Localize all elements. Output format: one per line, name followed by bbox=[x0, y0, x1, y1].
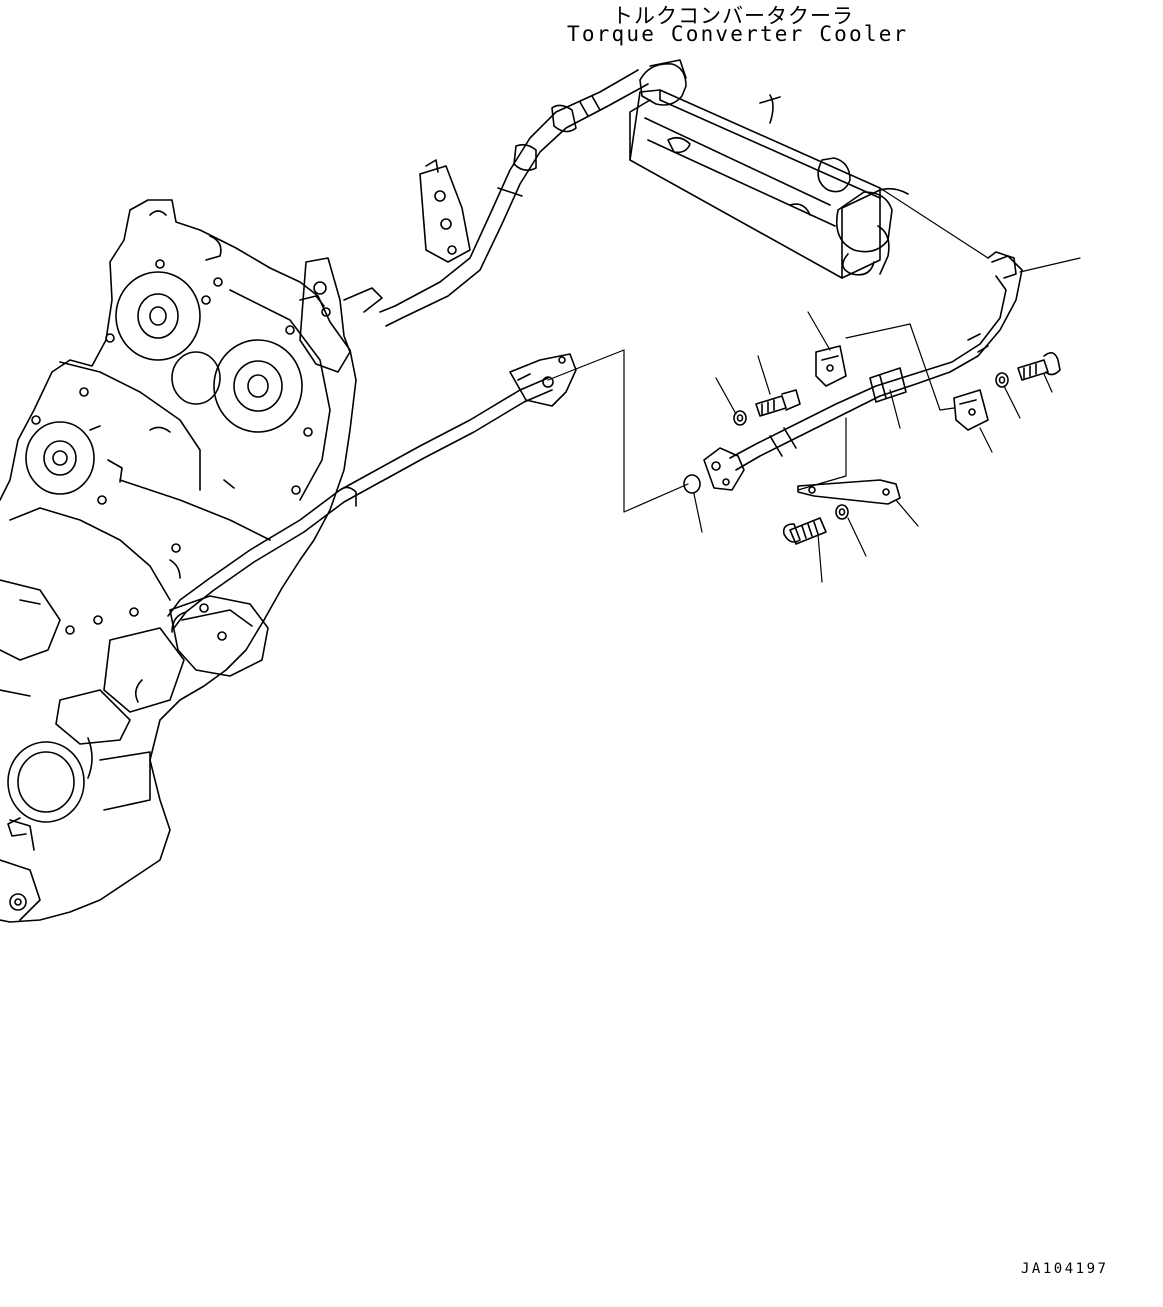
washer-lower bbox=[836, 505, 848, 519]
upper-cooler-hose bbox=[380, 70, 648, 326]
exploded-tube-assembly bbox=[704, 252, 1022, 490]
transmission-bracket bbox=[300, 258, 382, 372]
clamp-top bbox=[816, 346, 846, 386]
o-ring bbox=[684, 475, 700, 493]
lower-return-tube bbox=[168, 354, 576, 632]
hose-clamp-bracket-upper bbox=[420, 160, 470, 262]
cooler-inlet-elbow bbox=[640, 60, 686, 105]
washer-right bbox=[996, 373, 1008, 387]
transmission-case bbox=[0, 200, 356, 922]
leader-lines bbox=[548, 188, 1080, 582]
cooler-title-japanese: トルクコンバータクーラ bbox=[612, 4, 854, 28]
bolt-left bbox=[756, 390, 800, 416]
washer-left bbox=[734, 411, 746, 425]
drawing-number: JA104197 bbox=[1021, 1261, 1109, 1277]
bolt-right bbox=[1018, 353, 1060, 380]
bracket-lower bbox=[798, 480, 900, 504]
cooler-body bbox=[630, 90, 908, 278]
cooler-title-english: Torque Converter Cooler bbox=[567, 22, 909, 46]
bolt-lower bbox=[784, 518, 826, 544]
clamp-right bbox=[954, 390, 988, 430]
